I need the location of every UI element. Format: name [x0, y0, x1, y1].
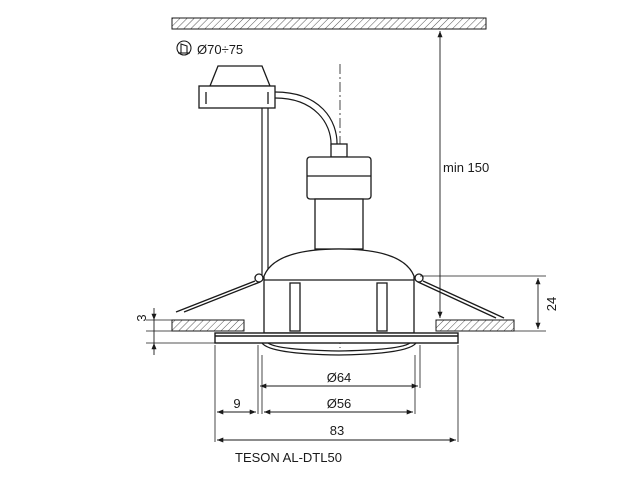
- min-depth-label: min 150: [443, 160, 489, 175]
- offset-label: 9: [233, 396, 240, 411]
- lamp-socket: [306, 143, 372, 250]
- false-ceiling-left: [171, 319, 245, 332]
- ceiling-thickness-label: 3: [134, 314, 149, 321]
- model-name: TESON AL-DTL50: [235, 450, 342, 465]
- spring-left: [175, 273, 264, 313]
- height-dimension-label: 24: [544, 297, 559, 311]
- glass-diameter-label: Ø64: [327, 370, 352, 385]
- terminal-block: [198, 65, 276, 109]
- spring-right: [414, 273, 505, 319]
- housing: [263, 248, 415, 334]
- reflector-diameter-label: Ø56: [327, 396, 352, 411]
- dimension-lines: [151, 30, 541, 443]
- hole-saw-icon: [176, 40, 192, 56]
- mounting-wire: [261, 108, 269, 275]
- total-diameter-label: 83: [330, 423, 344, 438]
- extension-lines: [146, 28, 546, 442]
- power-cable: [274, 91, 338, 147]
- cutout-label: Ø70÷75: [197, 42, 243, 57]
- ceiling-top-slab: [171, 17, 487, 30]
- false-ceiling-right: [435, 319, 515, 332]
- glass-lens: [261, 342, 417, 356]
- bezel-ring: [214, 332, 459, 344]
